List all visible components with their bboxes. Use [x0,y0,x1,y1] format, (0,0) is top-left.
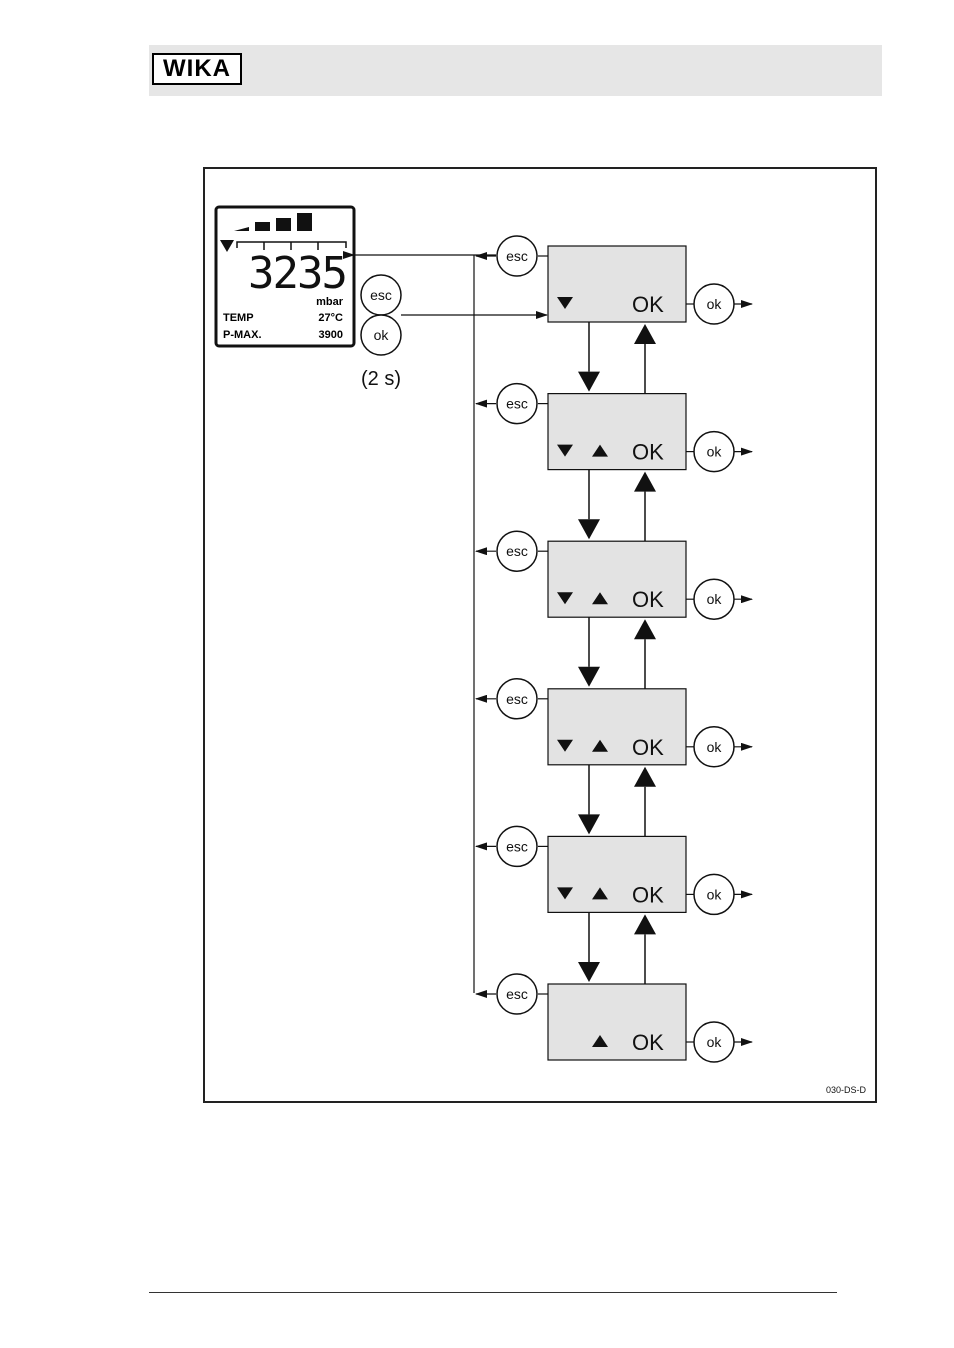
lcd-reading: 3235 [248,248,346,299]
lcd-row-label-pmax: P-MAX. [223,329,262,341]
esc-button[interactable]: esc [497,384,537,424]
scroll-up-arrow-icon [634,767,656,787]
entry-esc-label: esc [370,287,392,303]
hold-duration-label: (2 s) [361,368,401,390]
scroll-up-arrow-icon [634,619,656,639]
navigation-arrows [578,470,656,542]
footer-rule [149,1292,837,1293]
menu-ok-text: OK [632,735,664,760]
scroll-down-arrow-icon [578,667,600,687]
esc-button[interactable]: esc [497,826,537,866]
menu-ok-text: OK [632,587,664,612]
scroll-down-arrow-icon [578,519,600,539]
scroll-down-arrow-icon [578,962,600,982]
menu-display-box [548,394,686,470]
scroll-up-arrow-icon [634,914,656,934]
ok-button[interactable]: ok [694,874,734,914]
connector-lines [354,255,547,993]
lcd-unit: mbar [316,296,344,308]
menu-ok-text: OK [632,292,664,317]
ok-label: ok [707,591,723,607]
ok-label: ok [707,1034,723,1050]
menu-display-box [548,836,686,912]
ok-label: ok [707,739,723,755]
esc-label: esc [506,691,528,707]
esc-button[interactable]: esc [497,531,537,571]
lcd-row-label-temp: TEMP [223,312,254,324]
esc-label: esc [506,986,528,1002]
menu-display-box [548,984,686,1060]
navigation-arrows [578,617,656,689]
esc-label: esc [506,248,528,264]
ok-button[interactable]: ok [694,1022,734,1062]
scroll-down-arrow-icon [578,814,600,834]
menu-ok-text: OK [632,882,664,907]
ok-label: ok [707,444,723,460]
entry-ok-label: ok [374,327,390,343]
ok-button[interactable]: ok [694,284,734,324]
menu-ok-text: OK [632,440,664,465]
navigation-arrows [578,912,656,984]
lcd-row-value-pmax: 3900 [319,329,343,341]
ok-label: ok [707,886,723,902]
esc-label: esc [506,543,528,559]
ok-button[interactable]: ok [694,727,734,767]
menu-display-box [548,246,686,322]
lcd-display: 3235 mbar TEMP 27°C P-MAX. 3900 [216,207,354,346]
ok-label: ok [707,296,723,312]
figure-code: 030-DS-D [826,1085,867,1095]
esc-label: esc [506,838,528,854]
menu-display-box [548,541,686,617]
esc-button[interactable]: esc [497,974,537,1014]
ok-button[interactable]: ok [694,432,734,472]
lcd-row-value-temp: 27°C [318,312,343,324]
scroll-up-arrow-icon [634,472,656,492]
scroll-up-arrow-icon [634,324,656,344]
ok-button[interactable]: ok [694,579,734,619]
entry-ok-button[interactable]: ok [361,315,401,355]
menu-ok-text: OK [632,1030,664,1055]
scroll-down-arrow-icon [578,372,600,392]
esc-button[interactable]: esc [497,679,537,719]
navigation-arrows [578,765,656,837]
esc-label: esc [506,396,528,412]
menu-display-box [548,689,686,765]
navigation-arrows [578,322,656,394]
entry-esc-button[interactable]: esc [361,275,401,315]
esc-button[interactable]: esc [497,236,537,276]
